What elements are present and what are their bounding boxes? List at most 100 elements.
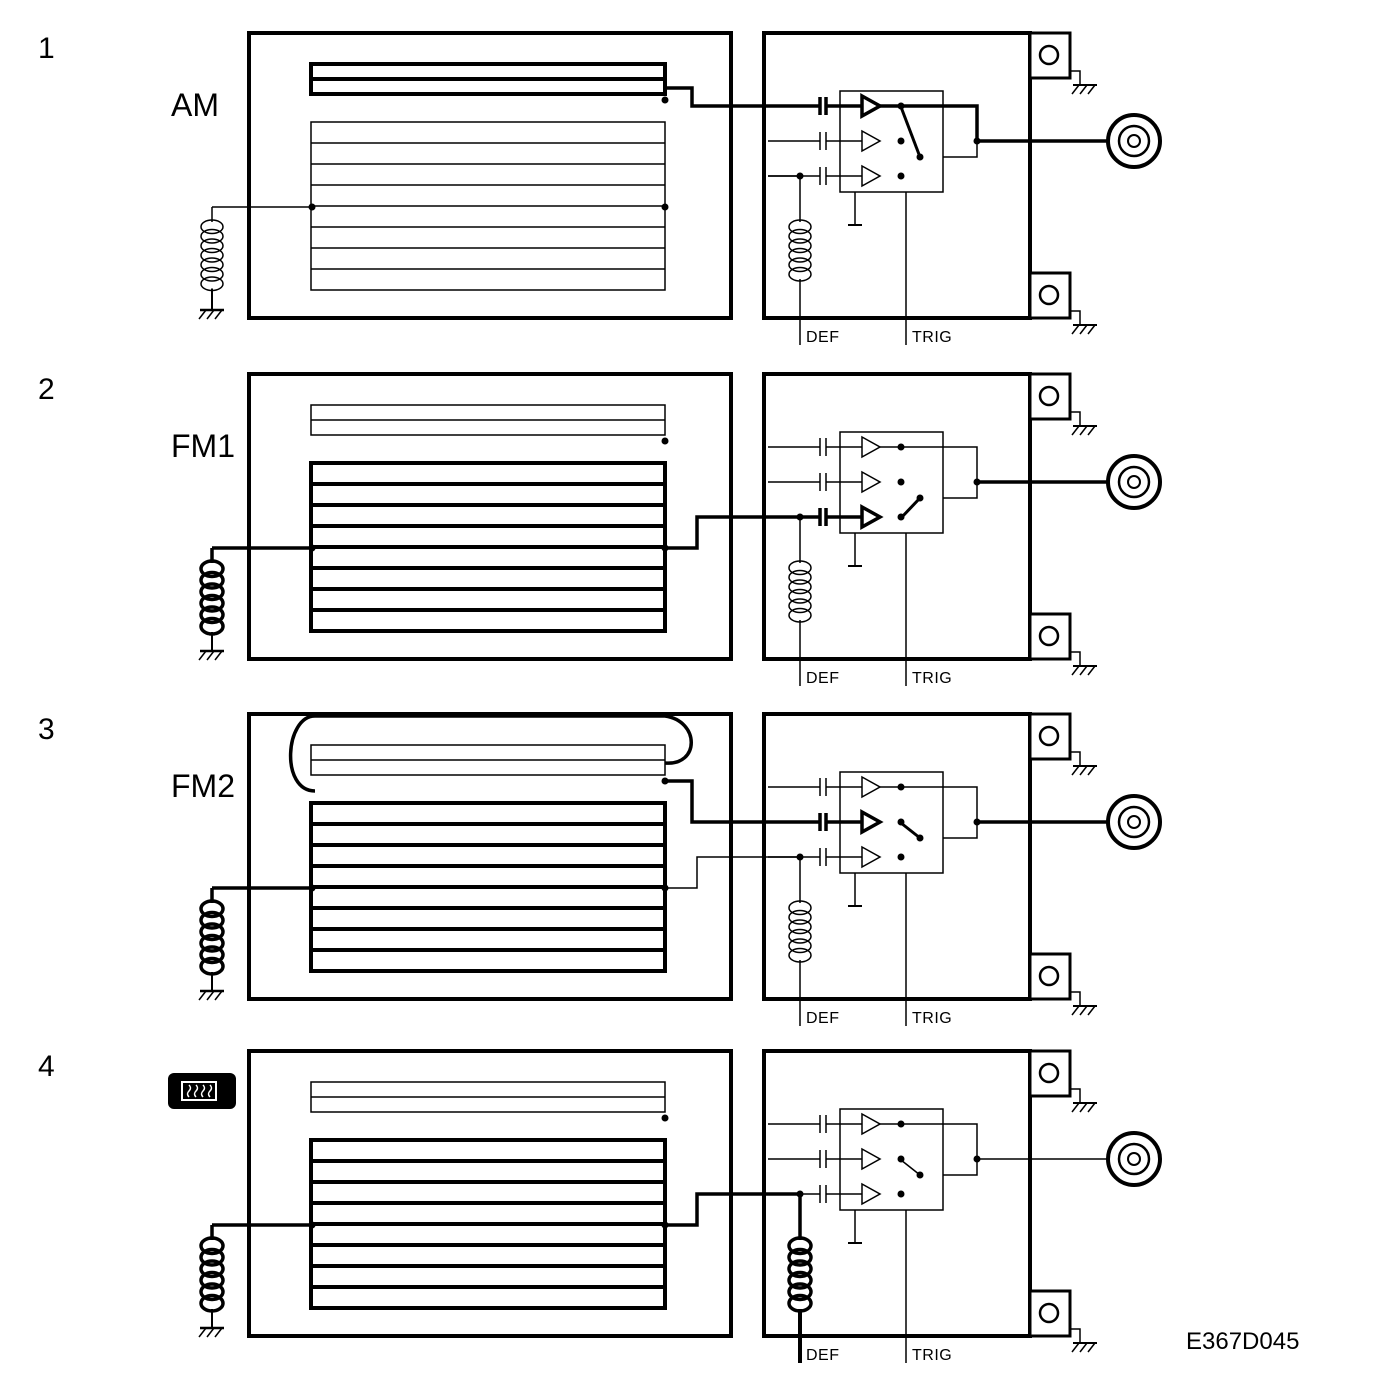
junction-dot	[973, 478, 981, 486]
wire	[1087, 1005, 1096, 1016]
junction-dot	[661, 1114, 669, 1122]
junction-dot	[897, 137, 905, 145]
coil-turn	[200, 228, 224, 244]
wire	[1071, 1005, 1080, 1016]
jack-pin	[1127, 134, 1141, 148]
inductor-coil-icon	[199, 1236, 225, 1313]
wire	[1087, 1102, 1096, 1113]
feed-line	[665, 1192, 768, 1227]
wire	[1071, 1342, 1080, 1353]
def-pin-label: DEF	[806, 670, 840, 687]
wire	[880, 1123, 978, 1159]
inductor-coil-icon	[788, 900, 812, 963]
wire	[1079, 84, 1088, 95]
selector-switch-icon	[900, 821, 924, 842]
coil-turn	[199, 559, 225, 579]
wire	[1087, 425, 1096, 436]
jack-outer	[1106, 794, 1162, 850]
coil-turn	[788, 598, 812, 614]
wire	[1070, 1088, 1081, 1103]
wire	[1071, 84, 1080, 95]
wire	[665, 515, 768, 550]
mounting-hole-icon	[1028, 612, 1097, 676]
wire	[1087, 324, 1096, 335]
coil-turn	[788, 607, 812, 623]
selector-switch-icon	[900, 1159, 924, 1179]
selector-switch-icon	[899, 494, 924, 520]
ground-symbol-icon	[198, 308, 224, 320]
jack-pin	[1127, 1152, 1141, 1166]
amplifier-triangle-icon	[861, 1112, 882, 1136]
glass-frame	[247, 372, 733, 661]
coax-connector-icon	[1106, 794, 1162, 850]
wire	[1070, 651, 1081, 666]
glass-frame	[247, 31, 733, 320]
wire	[1079, 1005, 1088, 1016]
ground-symbol-icon	[1071, 84, 1097, 95]
junction-dot	[308, 544, 316, 552]
junction-dot	[308, 203, 316, 211]
coil-turn	[788, 247, 812, 263]
junction-dot	[661, 437, 669, 445]
junction-dot	[916, 834, 924, 842]
rear-window-glass	[198, 372, 733, 661]
wire	[198, 309, 207, 320]
coil-turn	[199, 1236, 225, 1256]
wire	[214, 990, 223, 1001]
wire	[768, 1192, 802, 1240]
coil-turn	[788, 219, 812, 235]
junction-dot	[661, 203, 669, 211]
trig-pin-label: TRIG	[912, 1347, 952, 1364]
capacitor	[819, 1115, 827, 1133]
junction-dot	[973, 818, 981, 826]
coax-connector-icon	[1106, 454, 1162, 510]
ground-symbol-icon	[1071, 324, 1097, 335]
jack-ring	[1117, 1142, 1151, 1176]
inductor-coil-icon	[200, 219, 224, 292]
wire	[1071, 1102, 1080, 1113]
coil-turn	[788, 588, 812, 604]
wire	[1079, 425, 1088, 436]
junction-dot	[796, 513, 804, 521]
feed-line	[665, 86, 768, 108]
inductor-coil-icon	[787, 1236, 813, 1313]
inductor-coil-icon	[788, 560, 812, 623]
ground-symbol-icon	[198, 1326, 224, 1338]
mount-hole	[1038, 284, 1060, 306]
mount-bracket	[1028, 952, 1072, 1001]
junction-dot	[916, 1171, 924, 1179]
jack-ring	[1117, 465, 1151, 499]
coil-turn	[788, 928, 812, 944]
capacitor	[819, 1150, 827, 1168]
jack-outer	[1106, 113, 1162, 169]
heater-icon-wave	[186, 1084, 192, 1098]
wire	[1087, 84, 1096, 95]
jack-pin	[1127, 815, 1141, 829]
panel-number: 4	[38, 1050, 55, 1083]
feed-line	[665, 779, 768, 889]
coil-turn	[788, 919, 812, 935]
mounting-hole-icon	[1028, 271, 1097, 335]
coil-turn	[787, 1282, 813, 1302]
glass-frame	[247, 712, 733, 1001]
amplifier-triangle-icon	[860, 93, 884, 119]
capacitor	[819, 1185, 827, 1203]
mode-label: AM	[171, 87, 219, 123]
amplifier-triangle-icon	[860, 809, 884, 835]
coil-turn	[788, 938, 812, 954]
coil-turn	[788, 266, 812, 282]
mount-hole	[1038, 625, 1060, 647]
junction-dot	[897, 172, 905, 180]
coil-turn	[199, 605, 225, 625]
wire	[1070, 751, 1081, 766]
coil-turn	[788, 947, 812, 963]
amplifier-triangle-icon	[860, 504, 884, 530]
wire	[206, 650, 215, 661]
wire	[768, 175, 801, 222]
